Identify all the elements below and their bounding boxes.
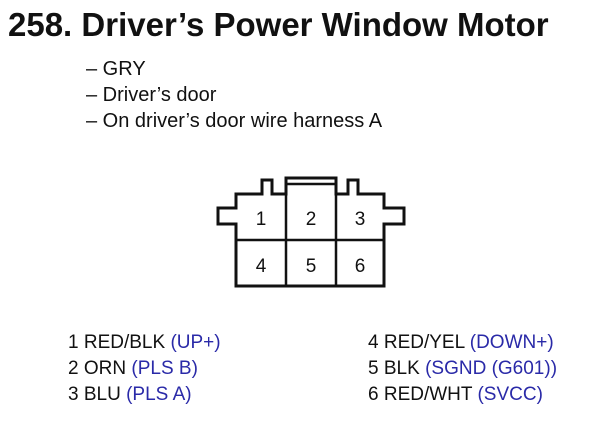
pin-4-label: 4: [256, 256, 267, 277]
pin-row: 2 ORN (PLS B): [68, 356, 221, 382]
pin-number: 6: [368, 384, 379, 405]
pin-number: 3: [68, 384, 79, 405]
connector-outline: [216, 176, 406, 288]
wire-color: RED/BLK: [83, 332, 166, 353]
pin-5-label: 5: [306, 256, 317, 277]
pin-function: (SGND (G601)): [425, 358, 558, 379]
pin-row: 1 RED/BLK (UP+): [68, 330, 221, 356]
wire-color: BLU: [83, 384, 121, 405]
connector-harness: – On driver’s door wire harness A: [86, 110, 383, 132]
wire-color: BLK: [383, 358, 420, 379]
connector-diagram: 1 2 3 4 5 6: [216, 176, 406, 288]
pin-row: 3 BLU (PLS A): [68, 382, 221, 408]
pin-2-label: 2: [306, 209, 317, 230]
pin-1-label: 1: [256, 209, 267, 230]
wire-color: ORN: [83, 358, 127, 379]
pin-number: 4: [368, 332, 379, 353]
pin-function: (SVCC): [477, 384, 543, 405]
pin-row: 6 RED/WHT (SVCC): [368, 382, 557, 408]
pin-function: (UP+): [170, 332, 221, 353]
pin-6-label: 6: [355, 256, 366, 277]
pin-number: 1: [68, 332, 79, 353]
pin-function: (PLS B): [131, 358, 198, 379]
pin-3-label: 3: [355, 209, 366, 230]
page-title: 258. Driver’s Power Window Motor: [8, 6, 549, 43]
pin-row: 5 BLK (SGND (G601)): [368, 356, 557, 382]
wire-color: RED/WHT: [383, 384, 473, 405]
pin-function: (DOWN+): [469, 332, 554, 353]
pin-row: 4 RED/YEL (DOWN+): [368, 330, 557, 356]
pin-list-right: 4 RED/YEL (DOWN+) 5 BLK (SGND (G601)) 6 …: [368, 330, 557, 408]
connector-details: – GRY – Driver’s door – On driver’s door…: [86, 56, 382, 134]
pin-number: 2: [68, 358, 79, 379]
pin-function: (PLS A): [126, 384, 192, 405]
connector-color: – GRY: [86, 58, 146, 80]
pin-number: 5: [368, 358, 379, 379]
pin-list-left: 1 RED/BLK (UP+) 2 ORN (PLS B) 3 BLU (PLS…: [68, 330, 221, 408]
connector-location: – Driver’s door: [86, 84, 217, 106]
wire-color: RED/YEL: [383, 332, 465, 353]
